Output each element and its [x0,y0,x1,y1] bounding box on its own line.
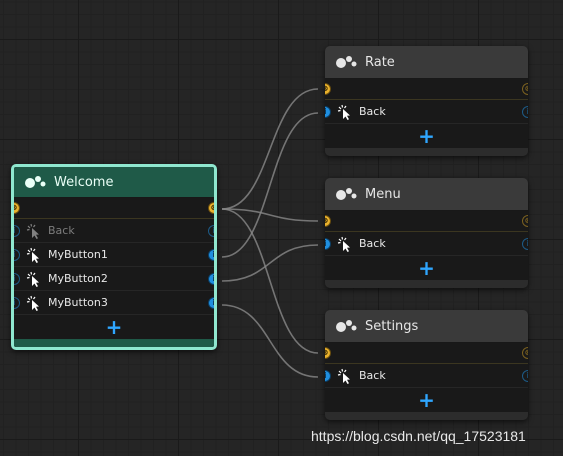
node-rate-trigger-row: ⊗ ⊗ [325,79,528,100]
event-input-port[interactable]: i [14,272,20,285]
node-welcome-trigger-row: ⊗ ⊗ [14,198,214,219]
click-event-icon [26,247,42,263]
event-output-port[interactable]: i [208,296,214,309]
node-menu-title: Menu [365,186,401,202]
node-footer [325,412,528,420]
row-label: MyButton3 [48,296,108,309]
row-label: Back [359,237,386,250]
event-output-port[interactable]: i [208,248,214,261]
node-welcome[interactable]: Welcome ⊗ ⊗ i Back i i MyButton1 i i [11,164,217,350]
event-output-port[interactable]: i [522,105,528,118]
event-input-port[interactable]: i [325,105,331,118]
wire-welcome-trigger-to-menu [221,208,319,222]
list-item[interactable]: i MyButton2 i [14,267,214,291]
add-event-button[interactable]: + [418,124,435,148]
click-event-icon [337,368,353,384]
event-output-port[interactable]: i [522,237,528,250]
event-input-port[interactable]: i [325,369,331,382]
click-event-icon [26,295,42,311]
row-label: Back [48,224,75,237]
trigger-input-port[interactable]: ⊗ [325,347,331,359]
click-event-icon [26,271,42,287]
node-settings-trigger-row: ⊗ ⊗ [325,343,528,364]
list-item[interactable]: i Back i [325,100,528,124]
wire-mybutton1-to-rate-back [221,112,319,258]
event-input-port[interactable]: i [14,224,20,237]
trigger-output-port[interactable]: ⊗ [522,83,528,95]
node-rate[interactable]: Rate ⊗ ⊗ i Back i + [325,46,528,156]
row-label: Back [359,105,386,118]
trigger-input-port[interactable]: ⊗ [325,83,331,95]
node-settings-title: Settings [365,318,419,334]
event-input-port[interactable]: i [325,237,331,250]
node-settings-header[interactable]: Settings [325,310,528,343]
list-item[interactable]: i MyButton1 i [14,243,214,267]
row-label: Back [359,369,386,382]
trigger-output-port[interactable]: ⊗ [522,215,528,227]
node-menu[interactable]: Menu ⊗ ⊗ i Back i + [325,178,528,288]
state-node-icon [336,188,357,200]
node-rate-header[interactable]: Rate [325,46,528,79]
node-welcome-title: Welcome [54,174,114,190]
state-node-icon [336,320,357,332]
watermark-text: https://blog.csdn.net/qq_17523181 [311,428,526,444]
node-footer [14,339,214,347]
event-input-port[interactable]: i [14,296,20,309]
event-output-port[interactable]: i [208,224,214,237]
wire-mybutton3-to-settings-back [221,304,319,378]
node-menu-trigger-row: ⊗ ⊗ [325,211,528,232]
list-item[interactable]: i Back i [325,232,528,256]
wire-mybutton2-to-menu-back [221,244,319,282]
trigger-input-port[interactable]: ⊗ [325,215,331,227]
add-event-button[interactable]: + [418,388,435,412]
click-event-icon [26,223,42,239]
row-label: MyButton1 [48,248,108,261]
node-rate-title: Rate [365,54,395,70]
node-settings[interactable]: Settings ⊗ ⊗ i Back i + [325,310,528,420]
node-welcome-header[interactable]: Welcome [14,167,214,198]
state-node-icon [25,176,46,188]
state-node-icon [336,56,357,68]
click-event-icon [337,236,353,252]
click-event-icon [337,104,353,120]
node-footer [325,280,528,288]
add-event-button[interactable]: + [105,315,123,339]
trigger-input-port[interactable]: ⊗ [14,202,20,214]
node-menu-header[interactable]: Menu [325,178,528,211]
list-item[interactable]: i Back i [14,219,214,243]
trigger-output-port[interactable]: ⊗ [208,202,214,214]
event-input-port[interactable]: i [14,248,20,261]
wire-welcome-trigger-to-settings [221,208,319,354]
node-footer [325,148,528,156]
row-label: MyButton2 [48,272,108,285]
wire-welcome-trigger-to-rate [221,88,319,210]
event-output-port[interactable]: i [522,369,528,382]
trigger-output-port[interactable]: ⊗ [522,347,528,359]
add-event-button[interactable]: + [418,256,435,280]
event-output-port[interactable]: i [208,272,214,285]
list-item[interactable]: i Back i [325,364,528,388]
list-item[interactable]: i MyButton3 i [14,291,214,315]
